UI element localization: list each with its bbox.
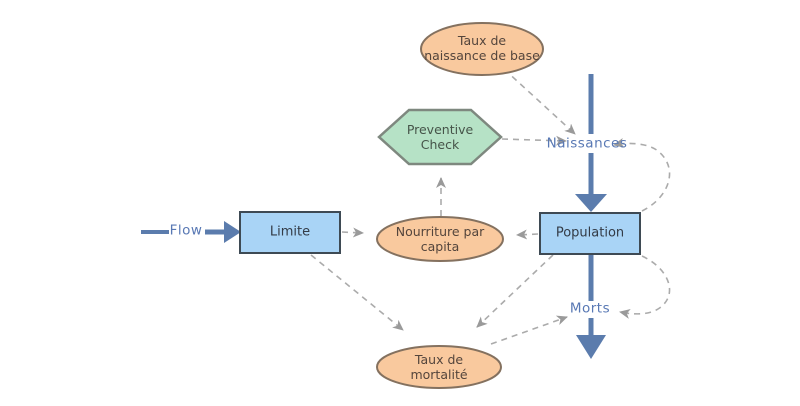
flow-naissances-arrowhead-icon <box>575 194 607 212</box>
flow-naissances[interactable] <box>575 74 607 212</box>
link-population-to-nourriture[interactable] <box>516 229 539 240</box>
taux-naissance-base-label: Taux de naissance de base <box>424 33 540 63</box>
flow-inflow-limite[interactable] <box>141 221 241 243</box>
node-taux-naissance-base[interactable] <box>420 22 544 76</box>
population-label: Population <box>555 225 625 241</box>
flow-inflow-arrowhead-icon <box>224 221 241 243</box>
preventive-check-label: Preventive Check <box>406 122 474 152</box>
link-population-to-morts[interactable] <box>619 255 671 319</box>
link-taux-naissance-to-naissances[interactable] <box>503 68 576 135</box>
link-population-to-taux-mortalite[interactable] <box>476 254 554 328</box>
naissances-flow-label[interactable]: Naissances <box>546 135 628 152</box>
flow-inflow-label[interactable]: Flow <box>169 222 203 239</box>
morts-flow-label[interactable]: Morts <box>569 300 611 317</box>
limite-label: Limite <box>269 224 311 240</box>
link-limite-to-taux-mortalite[interactable] <box>310 254 404 331</box>
node-population[interactable] <box>539 212 641 255</box>
link-limite-to-nourriture[interactable] <box>341 227 364 238</box>
nourriture-par-capita-label: Nourriture par capita <box>395 224 485 254</box>
flow-morts-arrowhead-icon <box>576 335 606 359</box>
node-preventive-check[interactable] <box>377 108 503 166</box>
link-population-to-naissances[interactable] <box>613 138 671 212</box>
node-limite[interactable] <box>239 211 341 254</box>
node-nourriture-par-capita[interactable] <box>376 216 504 262</box>
link-taux-mortalite-to-morts[interactable] <box>490 315 568 345</box>
flow-morts[interactable] <box>576 255 606 359</box>
node-taux-mortalite[interactable] <box>376 345 502 389</box>
taux-mortalite-label: Taux de mortalité <box>410 352 468 382</box>
